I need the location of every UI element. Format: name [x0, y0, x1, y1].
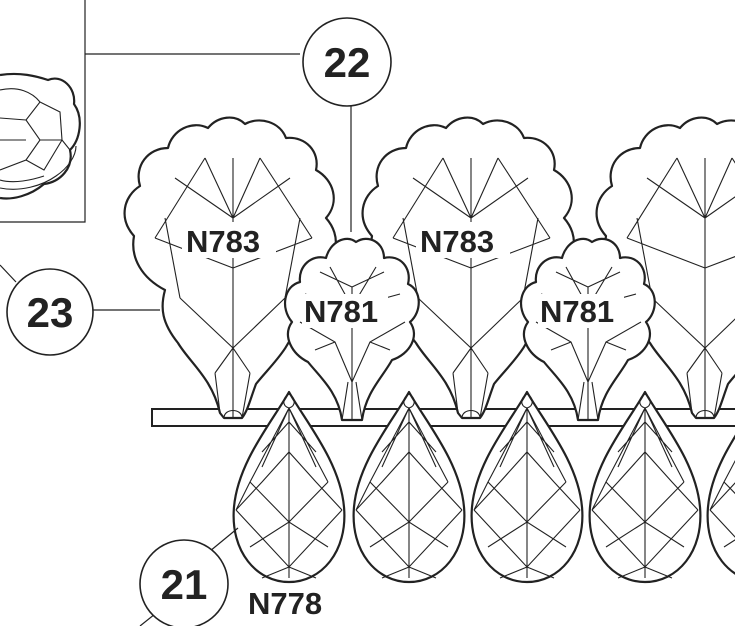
- part-label-n783: N783: [186, 224, 260, 259]
- leader-line-23b: [0, 264, 17, 283]
- callout-21: 21: [139, 539, 229, 626]
- inset-box: [0, 0, 300, 223]
- part-label-n781: N781: [304, 294, 378, 329]
- part-label-n781: N781: [540, 294, 614, 329]
- small-leaf-pendant: [519, 237, 656, 422]
- small-leaf-pendant: [283, 237, 420, 422]
- rosette-detail: [0, 72, 81, 200]
- callout-23: 23: [6, 268, 94, 356]
- svg-text:21: 21: [161, 561, 208, 608]
- part-label-n778: N778: [248, 586, 322, 621]
- part-label-n783: N783: [420, 224, 494, 259]
- svg-text:22: 22: [324, 39, 371, 86]
- callout-22: 22: [302, 17, 392, 107]
- svg-text:23: 23: [27, 289, 74, 336]
